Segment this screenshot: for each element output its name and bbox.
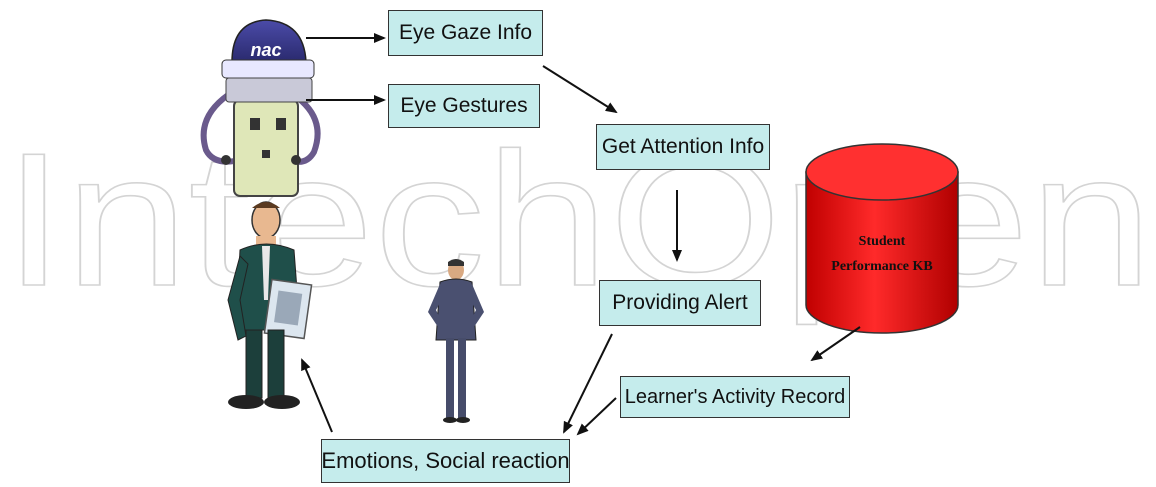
emotions-social-reaction-label: Emotions, Social reaction	[321, 448, 570, 473]
eye-gaze-info-label: Eye Gaze Info	[398, 21, 533, 44]
get-attention-info-label: Get Attention Info	[601, 135, 765, 158]
providing-alert-label: Providing Alert	[612, 291, 748, 314]
providing-alert-box: Providing Alert	[599, 280, 761, 326]
learner-activity-record-label: Learner's Activity Record	[624, 385, 846, 408]
eye-tracker-headset: nac	[200, 19, 321, 197]
standing-man	[428, 259, 484, 423]
get-attention-info-box: Get Attention Info	[596, 124, 770, 170]
arrows	[301, 33, 861, 436]
emotions-social-reaction-box: Emotions, Social reaction	[321, 439, 570, 483]
arrow-record-to-emotions	[576, 397, 617, 436]
database-label-line2: Performance KB	[831, 259, 932, 274]
eye-gestures-label: Eye Gestures	[400, 94, 528, 117]
eye-gestures-box: Eye Gestures	[388, 84, 540, 128]
eye-gaze-info-box: Eye Gaze Info	[388, 10, 543, 56]
arrow-emotions-to-learner	[301, 358, 333, 433]
learner-activity-record-box: Learner's Activity Record	[620, 376, 850, 418]
cartoon-learner	[227, 201, 313, 409]
arrow-gaze-to-attention	[542, 65, 618, 114]
arrow-alert-to-emotions	[563, 333, 613, 434]
arrow-db-to-record	[810, 326, 861, 362]
cap-text: nac	[250, 40, 281, 60]
database-label-line1: Student	[859, 234, 906, 249]
database-cylinder: Student Performance KB	[805, 143, 959, 334]
